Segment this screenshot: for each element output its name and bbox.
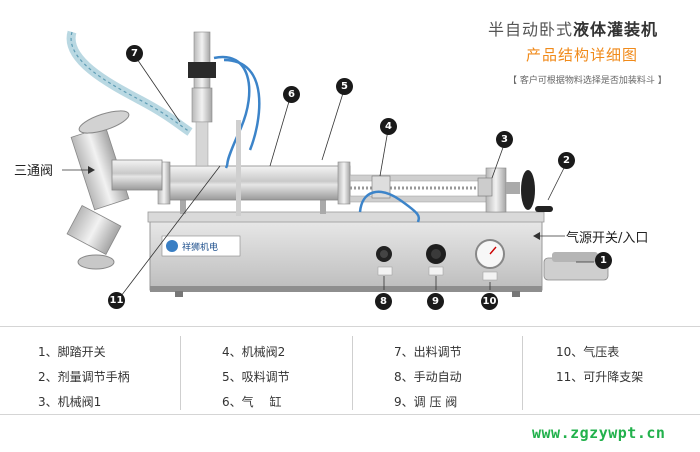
legend-item: 11、可升降支架 <box>556 370 644 384</box>
brand-plate-text: 祥狮机电 <box>182 241 218 253</box>
legend-divider-2 <box>352 336 353 410</box>
dosing-handwheel <box>521 170 535 210</box>
title-subtitle: 产品结构详细图 <box>526 46 639 64</box>
air-cylinder <box>159 165 351 201</box>
title-accent: 液体灌装机 <box>573 20 659 39</box>
legend-divider-1 <box>180 336 181 410</box>
callout-2: 2 <box>558 152 575 169</box>
legend-item: 1、脚踏开关 <box>38 345 106 359</box>
brand-plate <box>161 235 241 257</box>
callout-11: 11 <box>108 292 125 309</box>
legend-top-rule <box>0 326 700 327</box>
callout-6: 6 <box>283 86 300 103</box>
parts-legend: 1、脚踏开关 2、剂量调节手柄 3、机械阀1 4、机械阀2 5、吸料调节 6、气… <box>0 333 700 413</box>
callout-4: 4 <box>380 118 397 135</box>
legend-item: 6、气 缸 <box>222 395 282 409</box>
callout-1: 1 <box>595 252 612 269</box>
callout-7: 7 <box>126 45 143 62</box>
callout-9: 9 <box>427 293 444 310</box>
title-main: 半自动卧式液体灌装机 <box>488 16 658 40</box>
site-watermark: www.zgzywpt.cn <box>532 424 666 442</box>
title-note: 【 客户可根据物料选择是否加装料斗 】 <box>508 76 667 86</box>
legend-item: 2、剂量调节手柄 <box>38 370 130 384</box>
three-way-valve-label: 三通阀 <box>14 164 54 179</box>
air-inlet-label: 气源开关/入口 <box>566 231 649 246</box>
title-prefix: 半自动卧式 <box>488 20 574 39</box>
discharge-adjust-rod <box>193 31 211 89</box>
legend-item: 9、调 压 阀 <box>394 395 458 409</box>
legend-item: 3、机械阀1 <box>38 395 102 409</box>
legend-bottom-rule <box>0 414 700 415</box>
legend-divider-3 <box>522 336 523 410</box>
mechanical-valve-2 <box>371 175 391 199</box>
legend-item: 4、机械阀2 <box>222 345 286 359</box>
legend-item: 5、吸料调节 <box>222 370 290 384</box>
machine-illustration: 祥狮机电 <box>62 30 609 301</box>
legend-item: 10、气压表 <box>556 345 620 359</box>
legend-item: 8、手动自动 <box>394 370 462 384</box>
legend-item: 7、出料调节 <box>394 345 462 359</box>
mechanical-valve-1 <box>477 177 493 197</box>
callout-8: 8 <box>375 293 392 310</box>
callout-3: 3 <box>496 131 513 148</box>
callout-5: 5 <box>336 78 353 95</box>
callout-10: 10 <box>481 293 498 310</box>
